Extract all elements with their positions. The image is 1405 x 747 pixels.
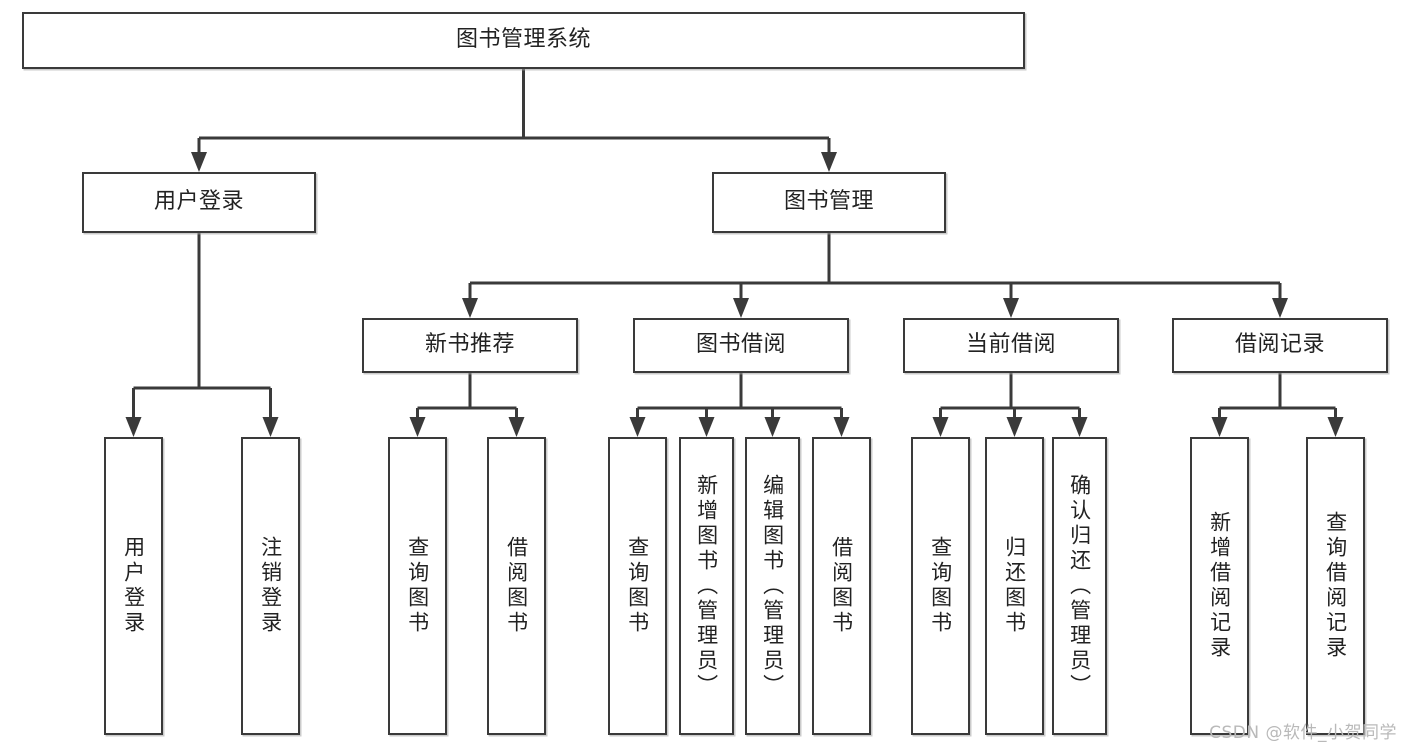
node-label: 查询图书 [405,536,430,636]
edge-arrowhead-icon [262,417,279,437]
node-label: 查询借阅记录 [1323,511,1348,661]
edge-arrowhead-icon [733,298,749,318]
node-leaf-borrow-book-1[interactable]: 借阅图书 [487,437,546,735]
node-leaf-user-logout[interactable]: 注销登录 [241,437,300,735]
edge-arrowhead-icon [462,298,478,318]
node-label: 归还图书 [1002,536,1027,636]
edge-arrowhead-icon [125,417,142,437]
edge-arrowhead-icon [629,417,646,437]
edge-arrowhead-icon [833,417,850,437]
node-label: 新书推荐 [424,332,515,358]
node-current-borrow[interactable]: 当前借阅 [903,318,1119,373]
watermark-text: CSDN @软件_小贺同学 [1209,723,1397,743]
edge-arrowhead-icon [1071,417,1088,437]
node-new-book-rec[interactable]: 新书推荐 [362,318,578,373]
node-label: 编辑图书（管理员） [760,473,785,699]
node-label: 用户登录 [153,189,244,215]
node-label: 新增图书（管理员） [694,473,719,699]
node-leaf-add-book[interactable]: 新增图书（管理员） [679,437,734,735]
node-label: 当前借阅 [965,332,1056,358]
edge-arrowhead-icon [1003,298,1019,318]
edge-arrowhead-icon [1272,298,1288,318]
edge-arrowhead-icon [1006,417,1023,437]
node-leaf-query-record[interactable]: 查询借阅记录 [1306,437,1365,735]
edge-arrowhead-icon [191,152,207,172]
node-label: 新增借阅记录 [1207,511,1232,661]
edge-arrowhead-icon [1211,417,1228,437]
node-label: 借阅记录 [1234,332,1325,358]
node-leaf-query-book-3[interactable]: 查询图书 [911,437,970,735]
node-label: 确认归还（管理员） [1067,473,1092,699]
node-user-login[interactable]: 用户登录 [82,172,316,233]
node-book-borrow[interactable]: 图书借阅 [633,318,849,373]
node-label: 注销登录 [258,536,283,636]
node-label: 图书管理 [783,189,874,215]
node-leaf-query-book-2[interactable]: 查询图书 [608,437,667,735]
node-label: 借阅图书 [829,536,854,636]
node-root[interactable]: 图书管理系统 [22,12,1025,69]
node-leaf-user-login[interactable]: 用户登录 [104,437,163,735]
node-label: 图书借阅 [695,332,786,358]
node-leaf-return-book[interactable]: 归还图书 [985,437,1044,735]
edge-arrowhead-icon [409,417,426,437]
node-leaf-edit-book[interactable]: 编辑图书（管理员） [745,437,800,735]
edge-arrowhead-icon [1327,417,1344,437]
node-borrow-record[interactable]: 借阅记录 [1172,318,1388,373]
node-label: 借阅图书 [504,536,529,636]
edge-arrowhead-icon [932,417,949,437]
node-leaf-borrow-book-2[interactable]: 借阅图书 [812,437,871,735]
node-label: 图书管理系统 [455,27,591,53]
node-book-manage[interactable]: 图书管理 [712,172,946,233]
edge-arrowhead-icon [821,152,837,172]
node-label: 查询图书 [625,536,650,636]
node-label: 查询图书 [928,536,953,636]
node-leaf-query-book-1[interactable]: 查询图书 [388,437,447,735]
edge-arrowhead-icon [508,417,525,437]
node-label: 用户登录 [121,536,146,636]
node-leaf-confirm-return[interactable]: 确认归还（管理员） [1052,437,1107,735]
node-leaf-add-record[interactable]: 新增借阅记录 [1190,437,1249,735]
edge-arrowhead-icon [698,417,715,437]
edge-arrowhead-icon [764,417,781,437]
